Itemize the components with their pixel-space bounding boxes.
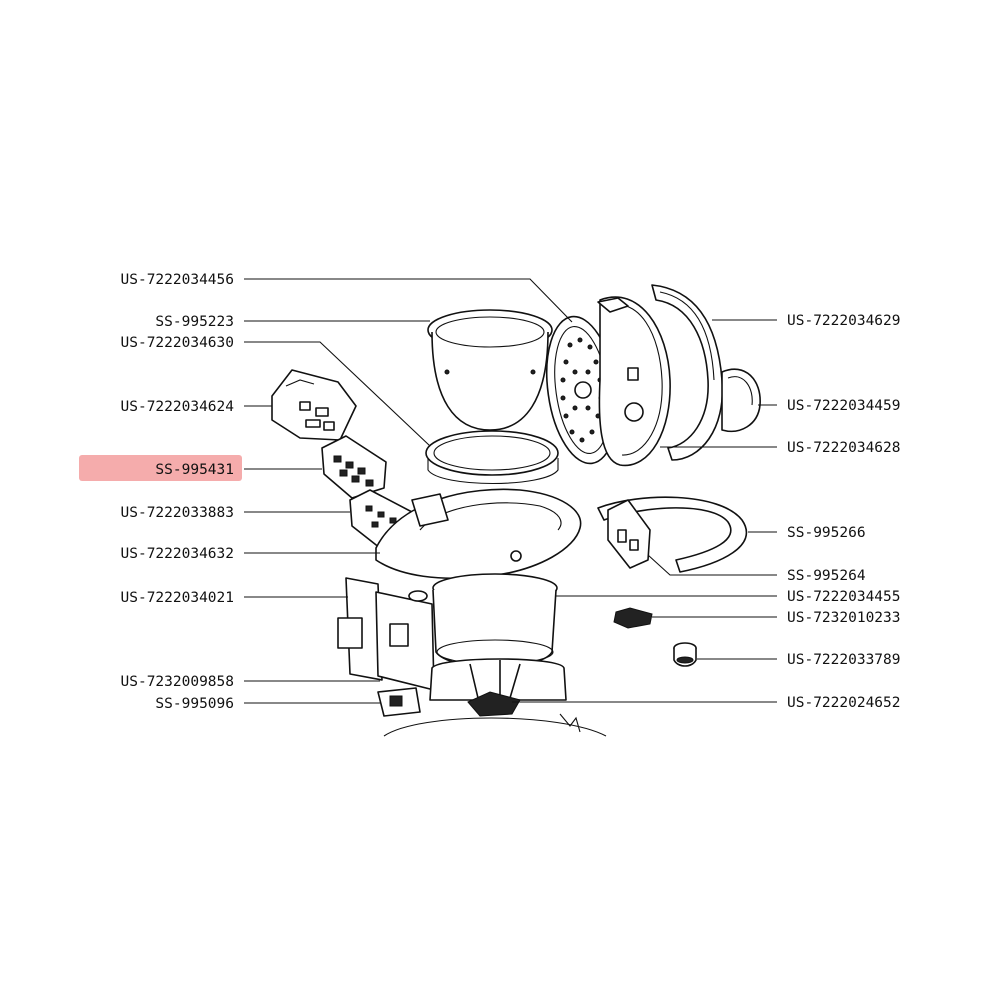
right-callouts: US-7222034629 US-7222034459 US-722203462… [512, 313, 901, 711]
callout-label: SS-995096 [155, 696, 234, 712]
callout-label: US-7232009858 [121, 674, 235, 690]
callout-label-highlighted: SS-995431 [155, 462, 234, 478]
callout-label: US-7222034628 [787, 440, 901, 456]
sensor-bracket [377, 687, 421, 717]
callout-label: SS-995264 [787, 568, 866, 584]
carry-handle [597, 496, 748, 573]
callout-label: US-7222034021 [121, 590, 235, 606]
handle-bracket [607, 499, 651, 569]
release-knob [673, 642, 697, 667]
callout-label: SS-995266 [787, 525, 866, 541]
callout-label: SS-995223 [155, 314, 234, 330]
base-assembly [383, 658, 607, 737]
callout-label: US-7232010233 [787, 610, 901, 626]
left-callouts: US-7222034456 SS-995223 US-7222034630 US… [121, 272, 573, 712]
seal-ring [425, 430, 559, 484]
inner-pot [427, 309, 553, 431]
callout-label: US-7222034455 [787, 589, 901, 605]
lid-body [597, 296, 671, 467]
callout-label: US-7222033789 [787, 652, 901, 668]
callout-label: US-7222034629 [787, 313, 901, 329]
callout-label: US-7222034456 [121, 272, 235, 288]
leader-line [244, 278, 573, 323]
heater-pot [432, 573, 558, 668]
callout-label: US-7222034459 [787, 398, 901, 414]
leader-line [647, 554, 777, 576]
callout-label: US-7222034624 [121, 399, 235, 415]
leader-line [244, 341, 431, 447]
callout-label: US-7222024652 [787, 695, 901, 711]
callout-label: US-7222033883 [121, 505, 235, 521]
callout-label: US-7222034630 [121, 335, 235, 351]
connector-clip [613, 607, 653, 629]
housing-ring [375, 488, 582, 580]
highlight-box [79, 455, 242, 481]
power-board [337, 577, 435, 691]
callout-label: US-7222034632 [121, 546, 235, 562]
control-panel-top [271, 369, 357, 441]
hinge-cover [721, 368, 761, 432]
lid-cover [651, 284, 724, 461]
parts-illustration [271, 284, 761, 737]
control-board [321, 435, 387, 499]
